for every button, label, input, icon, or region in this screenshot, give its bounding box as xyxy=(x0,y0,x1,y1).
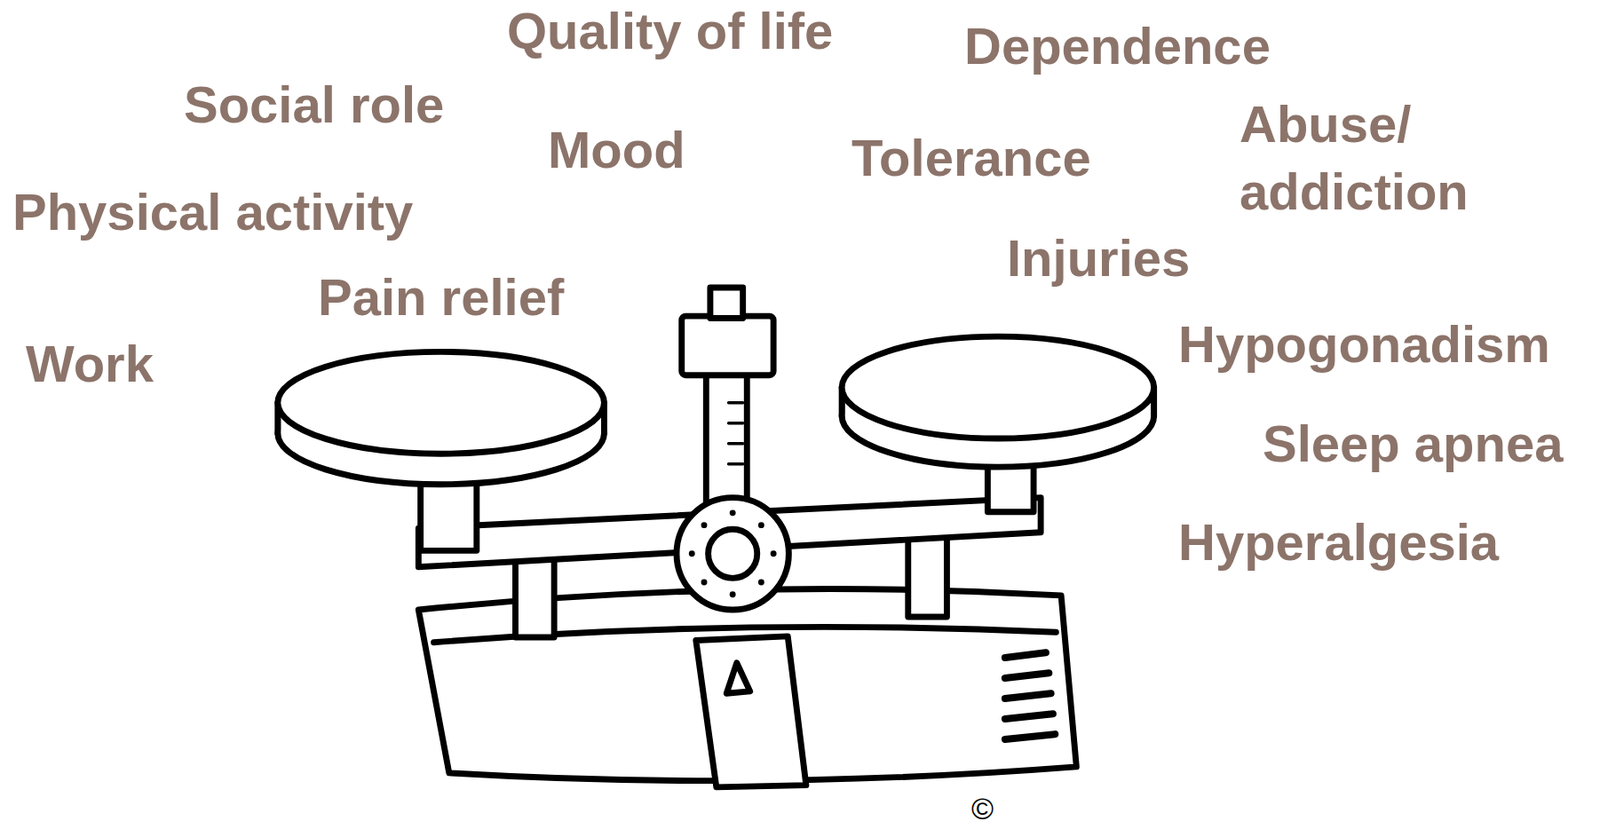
scale-knob xyxy=(710,287,744,318)
scale-cylinder xyxy=(681,316,774,376)
base-center-plate xyxy=(696,636,807,788)
scale-shaft xyxy=(705,372,747,510)
benefit-label: Pain relief xyxy=(317,266,564,329)
benefit-label: Physical activity xyxy=(12,181,413,244)
hub-center xyxy=(708,529,758,579)
shaft-ticks xyxy=(728,403,744,465)
copyright-mark: © xyxy=(971,791,994,827)
risk-label: Tolerance xyxy=(851,126,1092,190)
risk-label: Abuse/ addiction xyxy=(1239,90,1506,226)
risk-label: Hyperalgesia xyxy=(1178,511,1499,574)
hub-dots xyxy=(689,509,777,598)
risk-label: Hypogonadism xyxy=(1178,313,1551,376)
benefit-label: Social role xyxy=(183,73,444,136)
left-pan-top xyxy=(277,351,605,454)
base-ridges xyxy=(1005,652,1055,740)
benefit-label: Mood xyxy=(547,118,686,182)
risk-label: Dependence xyxy=(964,15,1271,78)
risk-label: Sleep apnea xyxy=(1262,412,1563,476)
benefit-label: Work xyxy=(25,332,154,396)
risk-label: Injuries xyxy=(1006,227,1190,290)
left-pan-support xyxy=(420,479,477,551)
benefit-label: Quality of life xyxy=(506,0,833,63)
pointer-triangle xyxy=(726,663,750,694)
scale-hub xyxy=(676,498,789,610)
right-pan-top xyxy=(841,336,1155,439)
